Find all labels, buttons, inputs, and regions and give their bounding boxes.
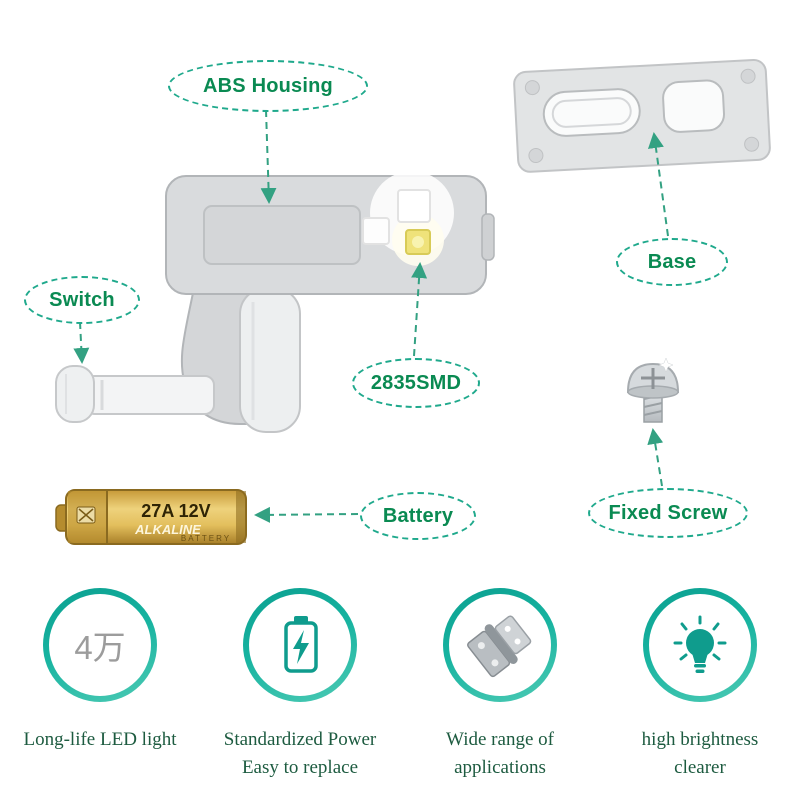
battery-brand-text: ALKALINE — [134, 522, 201, 537]
feature-ring: 4万 — [43, 588, 157, 702]
battery-power-icon — [284, 616, 318, 673]
callout-abs-housing: ABS Housing — [168, 60, 368, 112]
callout-switch-label: Switch — [49, 288, 115, 311]
feature-brightness: high brightness clearer — [600, 588, 800, 781]
leader-smd — [411, 262, 428, 357]
smd-led-white-2 — [362, 217, 390, 245]
lifespan-counter-icon: 4万 — [49, 594, 151, 696]
leader-base — [647, 132, 669, 237]
hinge-icon — [467, 615, 532, 678]
callout-fixed-screw: Fixed Screw — [588, 488, 748, 538]
callout-fixed-screw-label: Fixed Screw — [608, 501, 728, 524]
callout-switch: Switch — [24, 276, 140, 324]
callout-smd: 2835SMD — [352, 358, 480, 408]
feature-ring — [643, 588, 757, 702]
callout-abs-housing-label: ABS Housing — [203, 74, 333, 97]
callout-battery: Battery — [360, 492, 476, 540]
feature-lifespan: 4万 Long-life LED light — [0, 588, 200, 781]
battery-size-text: 27A 12V — [141, 501, 210, 521]
feature-applications-label: Wide range of applications — [446, 729, 554, 778]
battery-recycle-mark-icon — [76, 506, 96, 524]
leader-fixed-screw — [647, 428, 664, 487]
smd-led-yellow — [405, 229, 431, 255]
feature-ring — [443, 588, 557, 702]
feature-power-label: Standardized Power Easy to replace — [223, 729, 377, 778]
smd-led-white-1 — [397, 189, 431, 223]
switch-plunger — [55, 365, 215, 423]
leader-abs-housing — [260, 109, 277, 204]
base-plate-product — [513, 58, 771, 173]
feature-lifespan-label: Long-life LED light — [23, 729, 177, 750]
battery-type-text: BATTERY — [181, 534, 231, 543]
lifespan-counter-text: 4万 — [74, 629, 126, 666]
feature-ring — [243, 588, 357, 702]
feature-brightness-label: high brightness clearer — [641, 729, 759, 778]
feature-row: 4万 Long-life LED light Standardized Powe… — [0, 588, 800, 781]
bulb-brightness-icon — [673, 615, 727, 673]
leader-battery — [254, 506, 359, 523]
callout-battery-label: Battery — [382, 504, 454, 527]
leader-switch — [73, 321, 90, 364]
callout-base-label: Base — [647, 250, 697, 273]
hinge-light-product — [55, 171, 495, 433]
callout-base: Base — [616, 238, 728, 286]
feature-power: Standardized Power Easy to replace — [200, 588, 400, 781]
feature-applications: Wide range of applications — [400, 588, 600, 781]
screw-product — [626, 357, 680, 423]
callout-smd-label: 2835SMD — [370, 371, 462, 394]
battery-product: 27A 12V ALKALINE BATTERY — [55, 489, 247, 545]
